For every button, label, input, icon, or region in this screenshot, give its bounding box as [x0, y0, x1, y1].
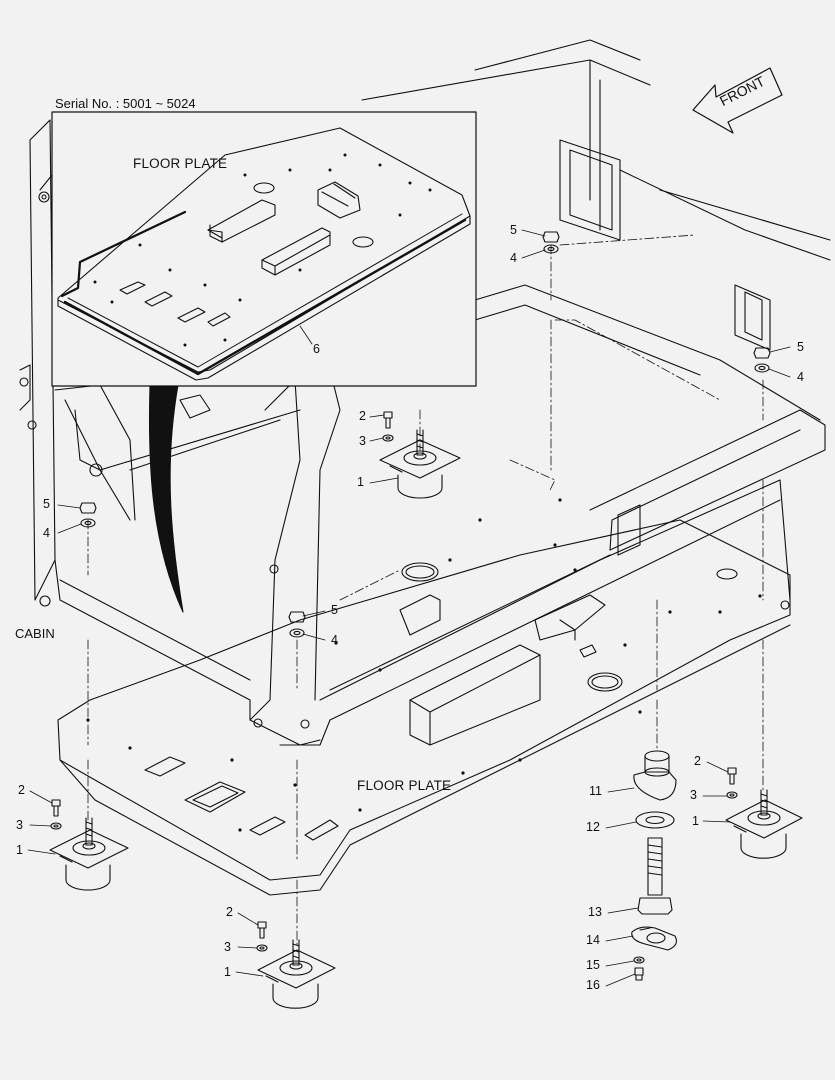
callout-1-c: 1 — [224, 965, 231, 979]
callout-2-a: 2 — [359, 409, 366, 423]
mount-a — [379, 429, 461, 499]
item-11-bushing — [633, 750, 677, 801]
mount-d — [725, 789, 803, 859]
callout-5-top: 5 — [510, 223, 517, 237]
callout-14: 14 — [586, 933, 600, 947]
callout-3-d: 3 — [690, 788, 697, 802]
inset-pointer — [148, 384, 184, 613]
callout-4-right: 4 — [797, 370, 804, 384]
item-14-lock-plate — [631, 926, 677, 951]
mount-c — [257, 939, 336, 1009]
item-16-bolt — [634, 967, 644, 981]
callout-1-b: 1 — [16, 843, 23, 857]
callout-13: 13 — [588, 905, 602, 919]
callout-6: 6 — [313, 342, 320, 356]
nut-washer-center — [288, 611, 306, 638]
callout-5-right: 5 — [797, 340, 804, 354]
inset-detail — [51, 111, 477, 387]
callout-2-d: 2 — [694, 754, 701, 768]
callout-1-d: 1 — [692, 814, 699, 828]
bolt-washer-b — [50, 799, 62, 830]
callout-15: 15 — [586, 958, 600, 972]
callout-5-left: 5 — [43, 497, 50, 511]
callout-2-c: 2 — [226, 905, 233, 919]
callout-4-center: 4 — [331, 633, 338, 647]
floor-plate-label: FLOOR PLATE — [357, 778, 452, 793]
mount-b — [49, 817, 129, 891]
item-13-bolt — [637, 837, 673, 915]
callout-16: 16 — [586, 978, 600, 992]
item-15-washer — [633, 956, 645, 964]
cabin-frame — [19, 39, 831, 746]
item-12-washer — [635, 811, 675, 829]
callout-2-b: 2 — [18, 783, 25, 797]
callout-12: 12 — [586, 820, 600, 834]
main-floor-plate — [57, 498, 791, 896]
callout-11: 11 — [589, 784, 602, 798]
nut-washer-top — [542, 231, 560, 254]
bolt-washer-d — [726, 767, 738, 799]
nut-washer-right — [753, 347, 771, 373]
bolt-washer-c — [256, 921, 268, 952]
callout-5-center: 5 — [331, 603, 338, 617]
callout-3-c: 3 — [224, 940, 231, 954]
cabin-label: CABIN — [15, 626, 55, 641]
centerlines — [87, 234, 764, 946]
serial-number: Serial No. : 5001 ~ 5024 — [55, 96, 196, 111]
callout-leaders — [27, 229, 791, 987]
callout-4-left: 4 — [43, 526, 50, 540]
callout-3-a: 3 — [359, 434, 366, 448]
callout-3-b: 3 — [16, 818, 23, 832]
inset-title: FLOOR PLATE — [133, 156, 228, 171]
callout-4-top: 4 — [510, 251, 517, 265]
callout-1-a: 1 — [357, 475, 364, 489]
bolt-washer-a — [382, 411, 394, 442]
front-arrow-icon — [692, 67, 783, 134]
